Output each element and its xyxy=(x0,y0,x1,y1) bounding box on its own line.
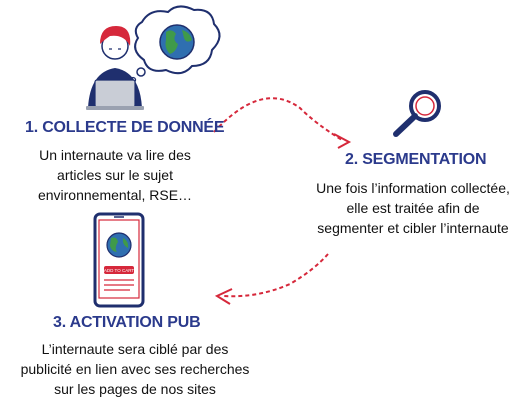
step-2-title: 2. SEGMENTATION xyxy=(345,151,487,168)
step-1-line: articles sur le sujet xyxy=(57,167,173,183)
step-1-title: 1. COLLECTE DE DONNÉE xyxy=(25,119,225,136)
step-3-line: publicité en lien avec ses recherches xyxy=(20,361,250,377)
phone-ad-button-text: ADD TO CART xyxy=(104,268,135,273)
step-3-title: 3. ACTIVATION PUB xyxy=(53,314,201,331)
step-1-description: Un internaute va lire des articles sur l… xyxy=(10,145,220,205)
step-1-line: Un internaute va lire des xyxy=(39,147,191,163)
step-2-description: Une fois l’information collectée, elle e… xyxy=(300,178,526,238)
step-2-line: elle est traitée afin de xyxy=(346,200,480,216)
step-2-line: segmenter et cibler l’internaute xyxy=(317,220,509,236)
step-3-description: L’internaute sera ciblé par des publicit… xyxy=(0,339,270,399)
step-3-line: L’internaute sera ciblé par des xyxy=(41,341,229,357)
step-2-line: Une fois l’information collectée, xyxy=(316,180,510,196)
step-1-line: environnemental, RSE… xyxy=(37,187,193,203)
step-3-line: sur les pages de nos sites xyxy=(54,381,216,397)
